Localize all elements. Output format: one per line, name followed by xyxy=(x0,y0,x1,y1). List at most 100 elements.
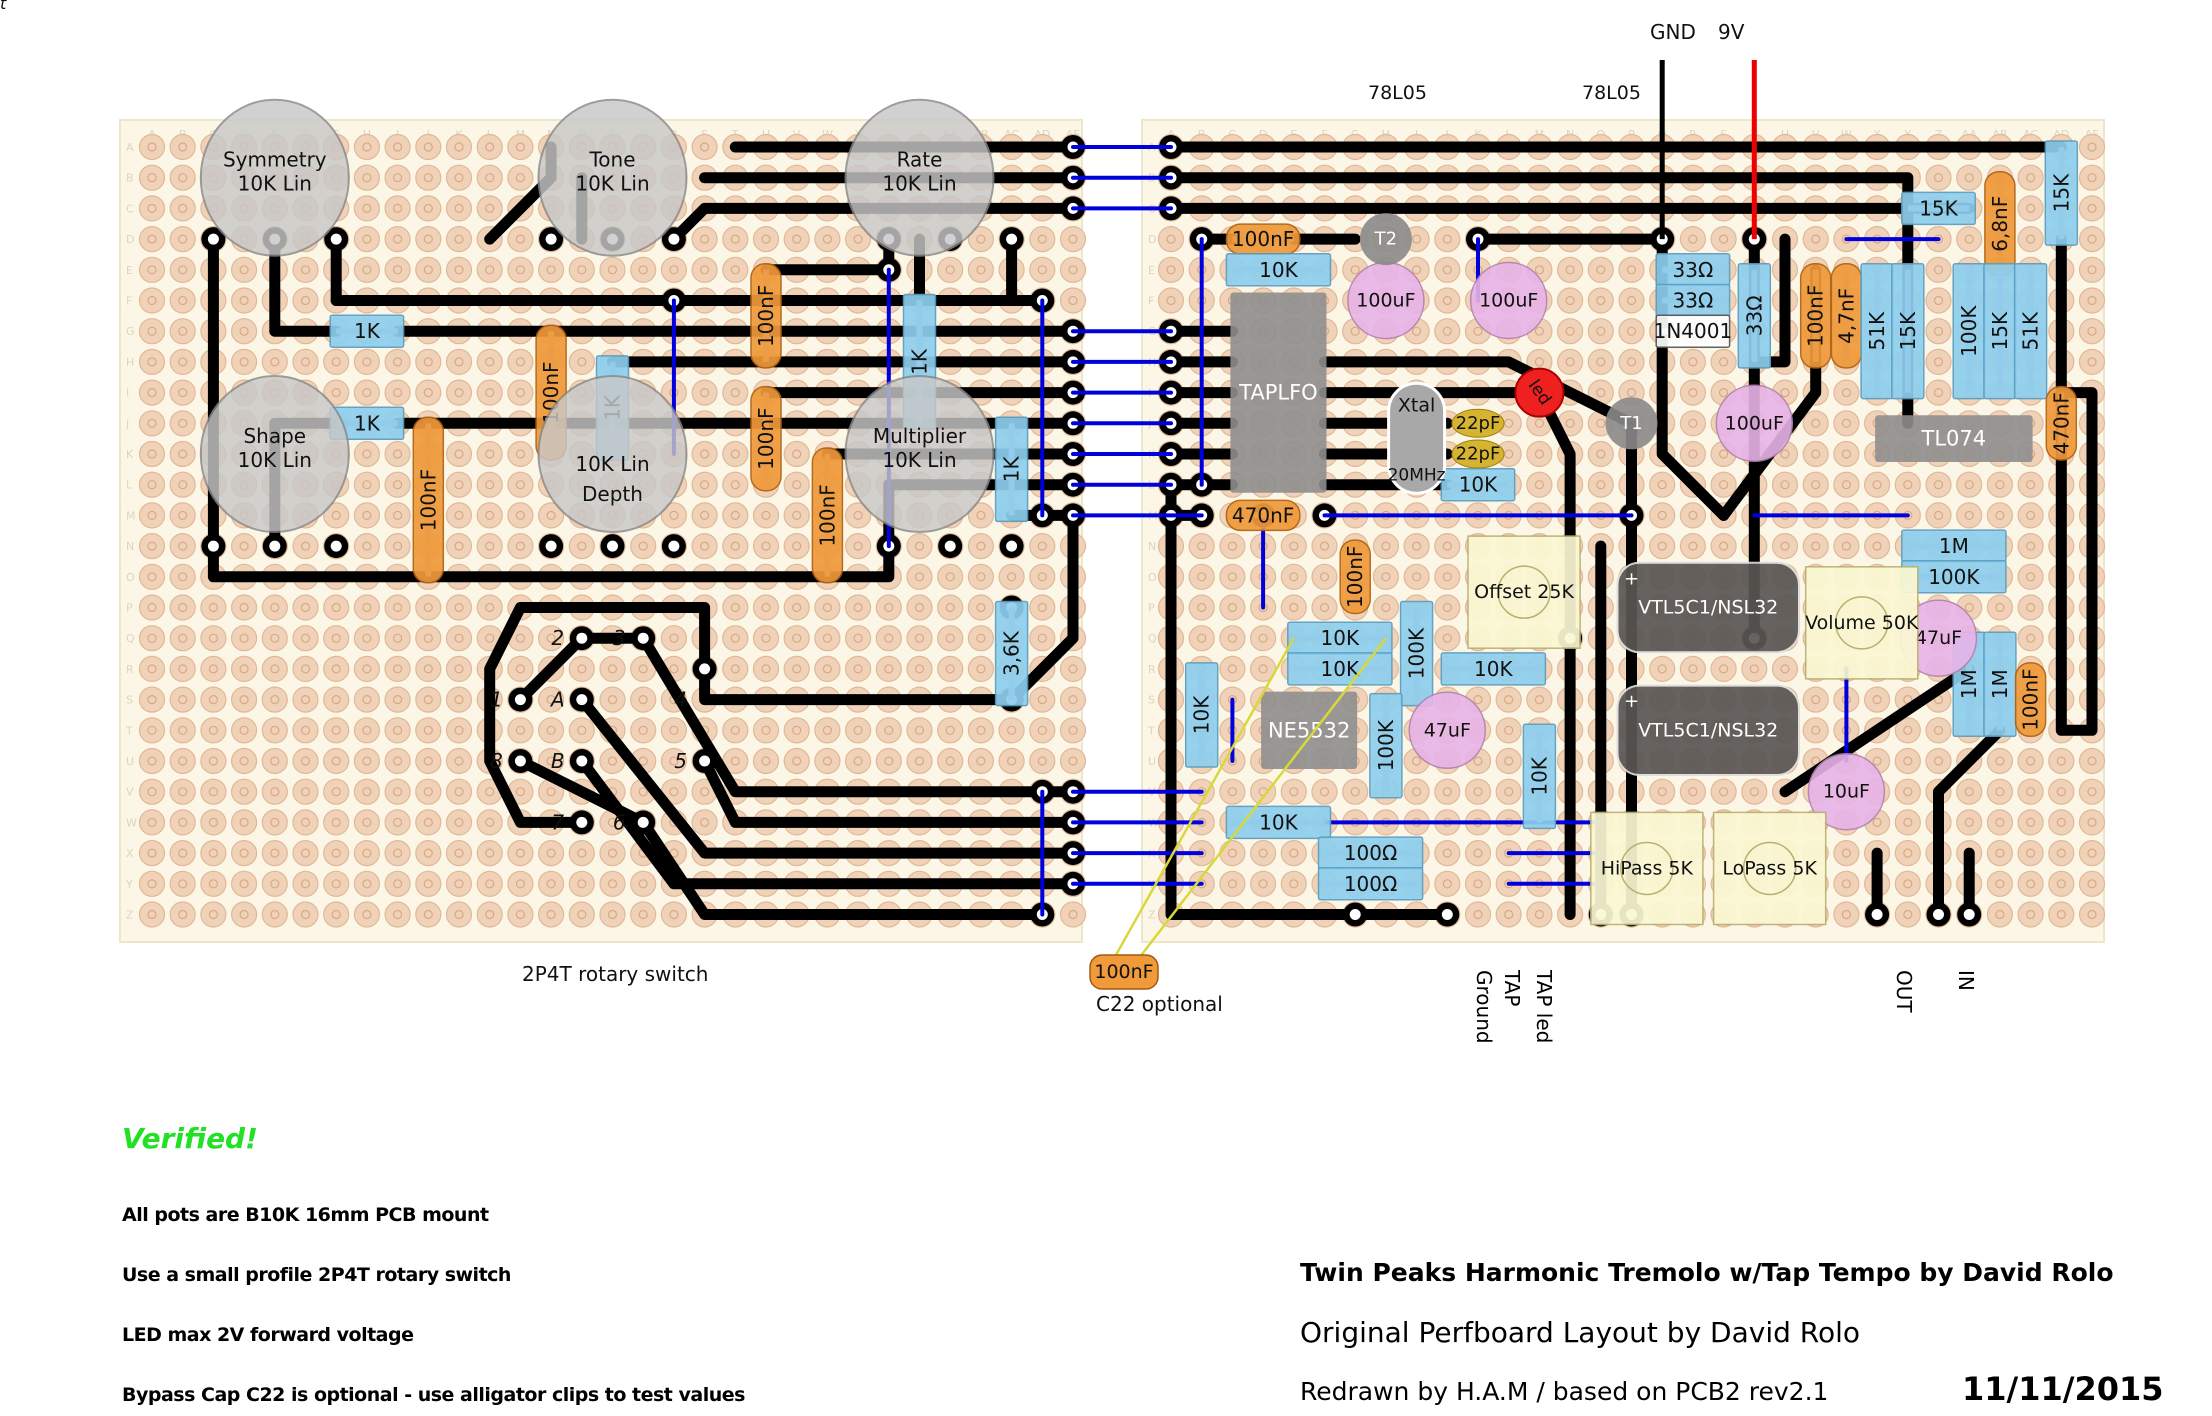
pad xyxy=(415,379,442,406)
pad xyxy=(445,839,473,867)
copper-trace xyxy=(637,632,1079,798)
pad-hole xyxy=(1688,234,1698,244)
pad-hole xyxy=(1068,756,1078,766)
pad-hole xyxy=(147,787,157,797)
pad xyxy=(507,532,534,560)
pad xyxy=(415,901,442,928)
pad-hole xyxy=(1933,173,1944,183)
pad xyxy=(384,655,411,683)
pad xyxy=(1802,226,1829,253)
pad-hole xyxy=(515,510,526,521)
ceramic-capacitor-value: 100nF xyxy=(416,469,440,531)
pad-hole xyxy=(423,633,433,643)
pad-hole xyxy=(454,725,464,735)
pad-hole xyxy=(362,480,372,490)
pad xyxy=(169,839,196,867)
pad-hole xyxy=(2087,879,2097,889)
solder-hole xyxy=(514,694,526,706)
solder-hole xyxy=(514,755,526,767)
pad-hole xyxy=(1442,787,1452,797)
pad xyxy=(1526,686,1553,713)
pad-hole xyxy=(1411,572,1422,582)
pad xyxy=(1925,348,1952,375)
pad xyxy=(537,625,565,652)
pad-hole xyxy=(208,664,218,674)
solder-hole xyxy=(607,540,618,552)
pad xyxy=(783,747,810,775)
pad xyxy=(138,502,166,529)
pad-hole xyxy=(1227,541,1238,551)
pad-hole xyxy=(822,725,833,735)
pad xyxy=(200,686,227,713)
resistor-value: 1K xyxy=(354,319,381,343)
pad-hole xyxy=(393,633,403,643)
pad xyxy=(1956,164,1983,191)
row-header: H xyxy=(126,356,134,369)
pad-hole xyxy=(1289,848,1299,858)
pad-hole xyxy=(976,602,986,613)
electrolytic-value: 10uF xyxy=(1823,781,1870,803)
pad xyxy=(752,502,780,529)
pad xyxy=(445,195,473,222)
pad xyxy=(476,870,503,897)
pad xyxy=(507,839,534,867)
pad xyxy=(1894,778,1921,805)
electrolytic-value: 47uF xyxy=(1424,719,1471,741)
pad xyxy=(537,686,565,713)
pad xyxy=(476,594,503,621)
pad-hole xyxy=(485,203,495,213)
pad xyxy=(1434,318,1461,345)
pad xyxy=(722,379,749,406)
pad xyxy=(1403,563,1430,590)
note-switch: Use a small profile 2P4T rotary switch xyxy=(122,1264,511,1286)
pad xyxy=(630,870,657,897)
pad-hole xyxy=(331,510,341,521)
trimpot-label: Volume 50K xyxy=(1805,612,1919,634)
pad xyxy=(169,195,196,222)
pad xyxy=(1434,256,1461,283)
pad-hole xyxy=(1811,694,1821,705)
resistor-value: 100Ω xyxy=(1344,872,1397,896)
pad xyxy=(844,717,872,744)
pad xyxy=(1280,563,1307,590)
pad xyxy=(169,256,196,283)
pad-hole xyxy=(300,879,311,889)
pad xyxy=(1029,717,1056,744)
pad xyxy=(445,747,473,775)
copper-trace xyxy=(484,509,1079,828)
pad xyxy=(1894,870,1921,897)
pad-hole xyxy=(1718,787,1729,797)
pad xyxy=(231,532,258,560)
pad xyxy=(384,471,411,498)
pad xyxy=(599,870,626,897)
pad xyxy=(691,502,718,529)
pad-hole xyxy=(1841,449,1852,459)
pad-hole xyxy=(1473,326,1483,336)
pad xyxy=(1188,625,1215,652)
row-header: N xyxy=(1148,540,1156,553)
pad xyxy=(323,717,350,744)
pad xyxy=(906,655,933,683)
row-header: O xyxy=(1148,571,1157,584)
solder-hole xyxy=(576,694,588,706)
pot-name: Shape xyxy=(243,424,306,448)
pad xyxy=(415,778,442,805)
pad xyxy=(1587,256,1614,283)
pad xyxy=(476,195,503,222)
pad-hole xyxy=(515,909,526,920)
pad xyxy=(1249,778,1277,805)
pad-hole xyxy=(331,602,341,613)
resistor xyxy=(1225,253,1332,287)
pad xyxy=(445,133,473,161)
pad xyxy=(292,870,319,897)
pad-hole xyxy=(2056,879,2066,889)
pad-hole xyxy=(454,357,464,367)
pad-hole xyxy=(1995,817,2005,828)
optocoupler-label: VTL5C1/NSL32 xyxy=(1638,597,1778,619)
io-label-tap-led: TAP led xyxy=(1532,970,1556,1044)
resistor xyxy=(1891,263,1925,400)
pad xyxy=(937,594,964,621)
pad xyxy=(1249,839,1277,867)
pad-hole xyxy=(178,173,188,183)
resistor-value: 1M xyxy=(1939,534,1969,558)
